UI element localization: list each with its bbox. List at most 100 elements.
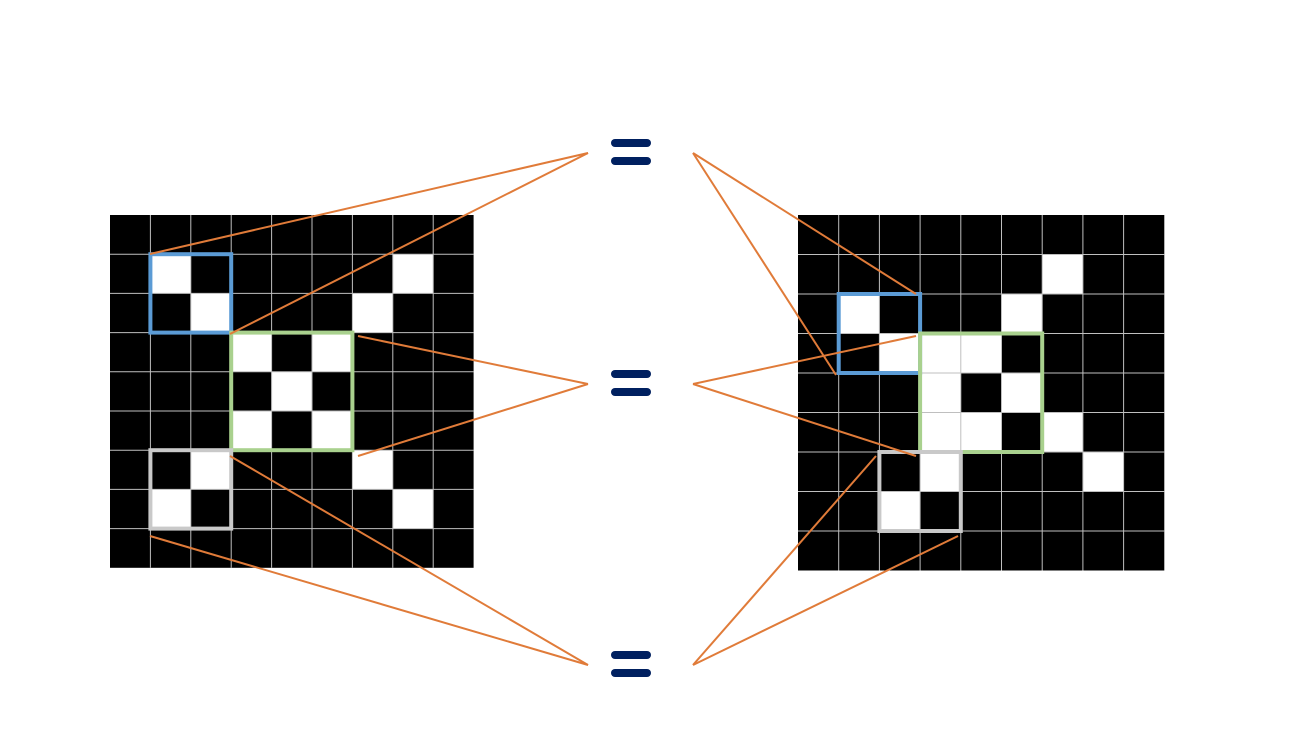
connector-line: [692, 455, 877, 666]
black-cell: [920, 254, 961, 294]
black-cell: [838, 373, 880, 413]
black-cell: [1042, 373, 1083, 413]
connector-line: [229, 152, 589, 335]
black-cell: [110, 489, 151, 529]
equals-bar: [611, 669, 651, 677]
black-cell: [920, 294, 961, 334]
black-cell: [150, 293, 191, 333]
equals-middle-label: =: [610, 368, 652, 400]
equals-bar: [611, 651, 651, 659]
black-cell: [190, 411, 232, 451]
black-cell: [110, 254, 151, 294]
black-cell: [1123, 491, 1165, 531]
black-cell: [271, 332, 312, 372]
black-cell: [433, 293, 474, 333]
black-cell: [1042, 215, 1083, 255]
black-cell: [838, 215, 880, 255]
black-cell: [1082, 531, 1124, 571]
black-cell: [150, 411, 191, 451]
black-cell: [433, 371, 474, 411]
black-cell: [352, 371, 393, 411]
black-cell: [1123, 373, 1165, 413]
black-cell: [920, 491, 961, 531]
black-cell: [433, 450, 474, 490]
white-cell: [1001, 373, 1043, 413]
black-cell: [190, 254, 232, 294]
black-cell: [110, 411, 151, 451]
black-cell: [838, 333, 880, 373]
black-cell: [960, 215, 1002, 255]
black-cell: [798, 491, 839, 531]
left-grid: [110, 215, 474, 568]
black-cell: [433, 528, 474, 568]
black-cell: [231, 293, 272, 333]
black-cell: [879, 452, 921, 492]
white-cell: [231, 411, 272, 451]
black-cell: [312, 371, 353, 411]
black-cell: [798, 254, 839, 294]
black-cell: [838, 531, 880, 571]
black-cell: [271, 254, 312, 294]
black-cell: [392, 450, 434, 490]
black-cell: [1082, 333, 1124, 373]
white-cell: [838, 294, 880, 334]
white-cell: [879, 491, 921, 531]
black-cell: [1042, 491, 1083, 531]
black-cell: [231, 450, 272, 490]
black-cell: [392, 528, 434, 568]
connector-line: [692, 535, 959, 666]
black-cell: [150, 215, 191, 255]
black-cell: [190, 371, 232, 411]
black-cell: [1082, 215, 1124, 255]
equals-bar: [611, 139, 651, 147]
white-cell: [312, 411, 353, 451]
black-cell: [150, 528, 191, 568]
black-cell: [1042, 294, 1083, 334]
black-cell: [312, 528, 353, 568]
black-cell: [1001, 254, 1043, 294]
black-cell: [392, 293, 434, 333]
black-cell: [392, 411, 434, 451]
black-cell: [838, 254, 880, 294]
black-cell: [960, 531, 1002, 571]
white-cell: [1042, 254, 1083, 294]
white-cell: [190, 293, 232, 333]
black-cell: [960, 254, 1002, 294]
black-cell: [312, 254, 353, 294]
equals-signs: [611, 139, 651, 677]
connector-lines: [149, 152, 959, 666]
white-cell: [352, 293, 393, 333]
black-cell: [392, 332, 434, 372]
black-cell: [190, 332, 232, 372]
black-cell: [110, 293, 151, 333]
black-cell: [1082, 254, 1124, 294]
black-cell: [798, 373, 839, 413]
black-cell: [960, 491, 1002, 531]
black-cell: [1082, 412, 1124, 452]
black-cell: [150, 332, 191, 372]
white-cell: [920, 333, 961, 373]
black-cell: [150, 450, 191, 490]
white-cell: [960, 333, 1002, 373]
black-cell: [879, 373, 921, 413]
black-cell: [312, 450, 353, 490]
black-cell: [920, 215, 961, 255]
white-cell: [920, 452, 961, 492]
black-cell: [433, 489, 474, 529]
black-cell: [1001, 452, 1043, 492]
black-cell: [271, 293, 312, 333]
equals-top-label: =: [610, 136, 652, 168]
connector-line: [692, 152, 917, 295]
connector-line: [229, 455, 589, 666]
black-cell: [110, 450, 151, 490]
black-cell: [1001, 412, 1043, 452]
right-grid: [798, 215, 1165, 571]
black-cell: [312, 293, 353, 333]
black-cell: [1042, 452, 1083, 492]
black-cell: [392, 371, 434, 411]
equals-middle-sign: [611, 370, 651, 396]
black-cell: [1123, 452, 1165, 492]
black-cell: [1123, 412, 1165, 452]
left-green-box: [229, 330, 355, 453]
black-cell: [312, 489, 353, 529]
